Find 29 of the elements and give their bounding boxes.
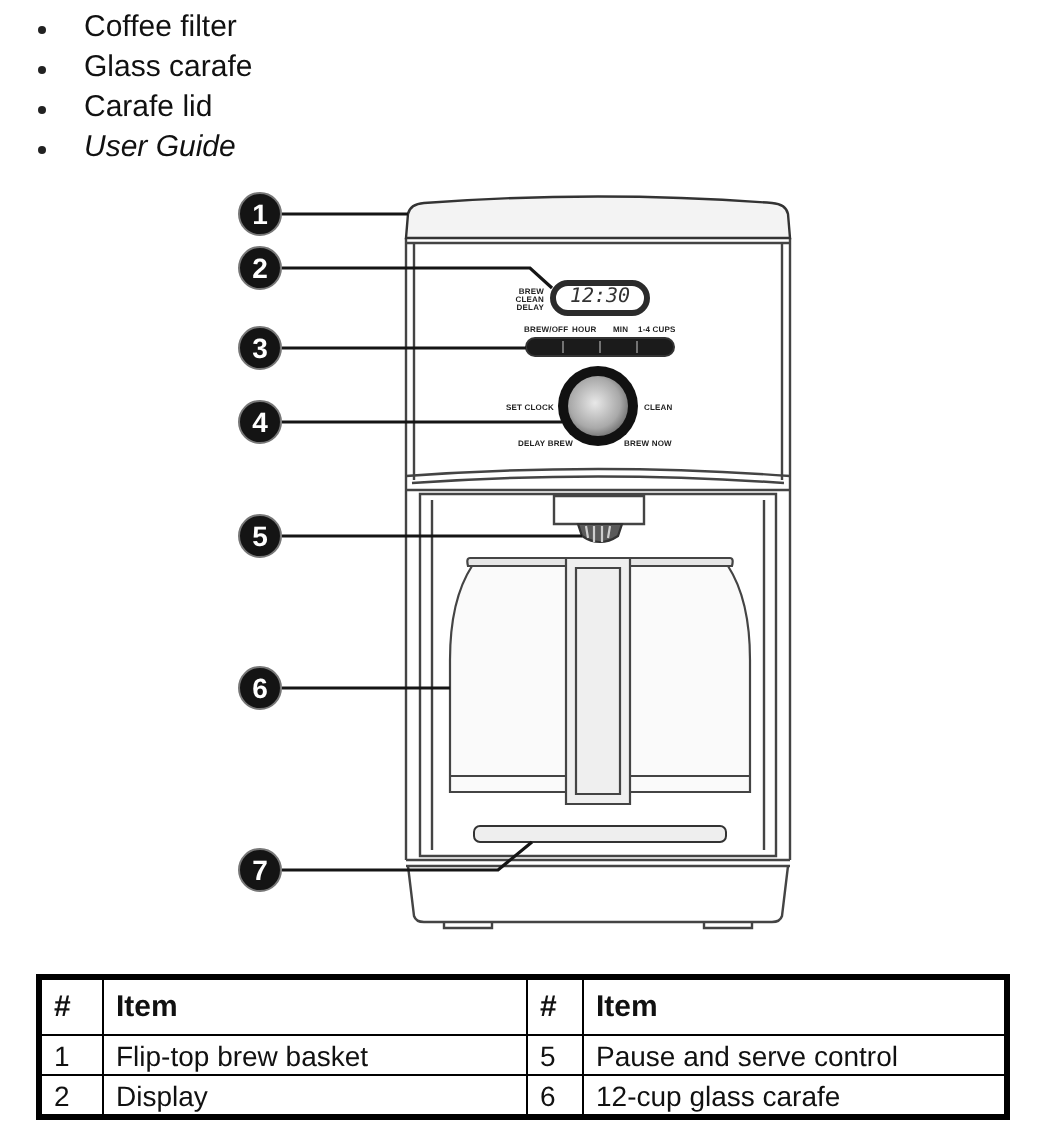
callout-number: 1 [238,192,282,236]
leader-line [282,266,554,290]
callout-number: 3 [238,326,282,370]
leader-line [282,686,450,690]
callout-number: 6 [238,666,282,710]
callout-number: 2 [238,246,282,290]
pause-serve-valve [576,522,624,544]
leader-line [282,840,533,872]
item-name: Flip-top brew basket [103,1035,527,1075]
column-header: # [527,977,583,1035]
callout-number: 4 [238,400,282,444]
list-item: Carafe lid [84,90,213,126]
column-header: Item [103,977,527,1035]
list-item: Coffee filter [84,10,237,46]
list-item: User Guide [84,130,236,166]
warming-plate [473,825,727,843]
leader-line [282,420,562,424]
column-header: # [39,977,103,1035]
item-number: 5 [527,1035,583,1075]
display-panel: 12:30 [550,280,650,316]
list-item: Glass carafe [84,50,253,86]
callout-number: 5 [238,514,282,558]
item-number: 1 [39,1035,103,1075]
callout-number: 7 [238,848,282,892]
leader-line [282,346,526,350]
button-strip [525,337,675,357]
glass-carafe [448,556,752,806]
brew-basket-lid [404,195,792,240]
leader-line [282,212,408,216]
